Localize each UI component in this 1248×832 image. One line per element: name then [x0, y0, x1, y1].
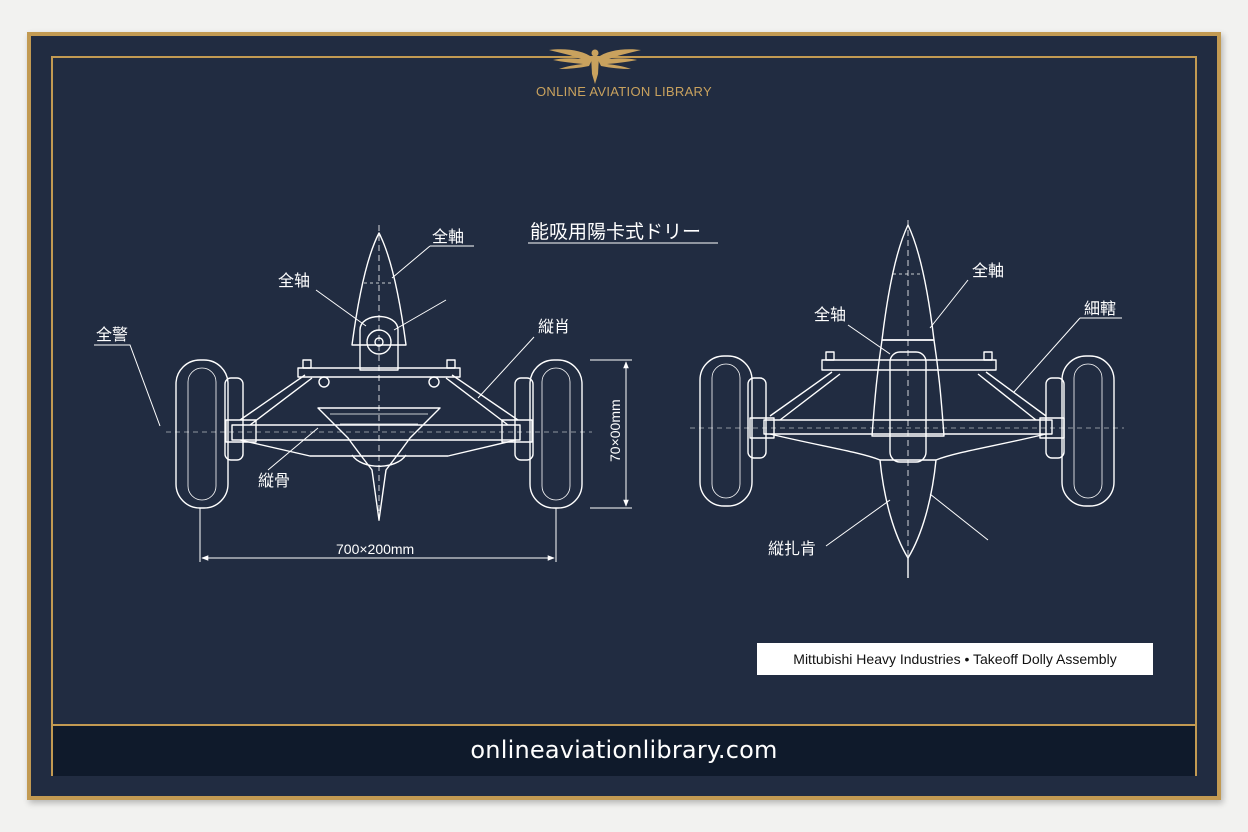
left-callout-5: 縦骨: [258, 471, 290, 490]
left-callout-3: 全警: [96, 325, 128, 344]
right-callout-4: 縦扎肯: [768, 539, 816, 558]
drawing-title: 能吸用陽卡式ドリー: [530, 221, 701, 243]
brand-name: ONLINE AVIATION LIBRARY: [536, 84, 712, 99]
left-callout-2: 全轴: [278, 271, 310, 290]
height-dimension-label: 70×00mm: [607, 399, 623, 462]
footer-band: onlineaviationlibrary.com: [53, 724, 1195, 776]
right-callout-2: 全轴: [814, 305, 846, 324]
right-callout-1: 全軸: [972, 261, 1004, 280]
frame-content: onlineaviationlibrary.com: [31, 36, 1217, 796]
left-dolly-view: [166, 225, 592, 525]
right-callout-3: 細轄: [1084, 299, 1116, 318]
left-leader-lines: [94, 245, 535, 471]
winged-emblem-icon: [549, 49, 641, 84]
manufacturer-caption: Mittubishi Heavy Industries • Takeoff Do…: [757, 643, 1153, 675]
footer-url[interactable]: onlineaviationlibrary.com: [470, 736, 778, 764]
right-dolly-view: [690, 220, 1124, 578]
right-leader-lines: [825, 279, 1122, 547]
left-callout-1: 全軸: [432, 227, 464, 246]
left-dimensions: [199, 359, 632, 562]
left-callout-4: 縦肖: [538, 317, 570, 336]
width-dimension-label: 700×200mm: [336, 541, 414, 557]
